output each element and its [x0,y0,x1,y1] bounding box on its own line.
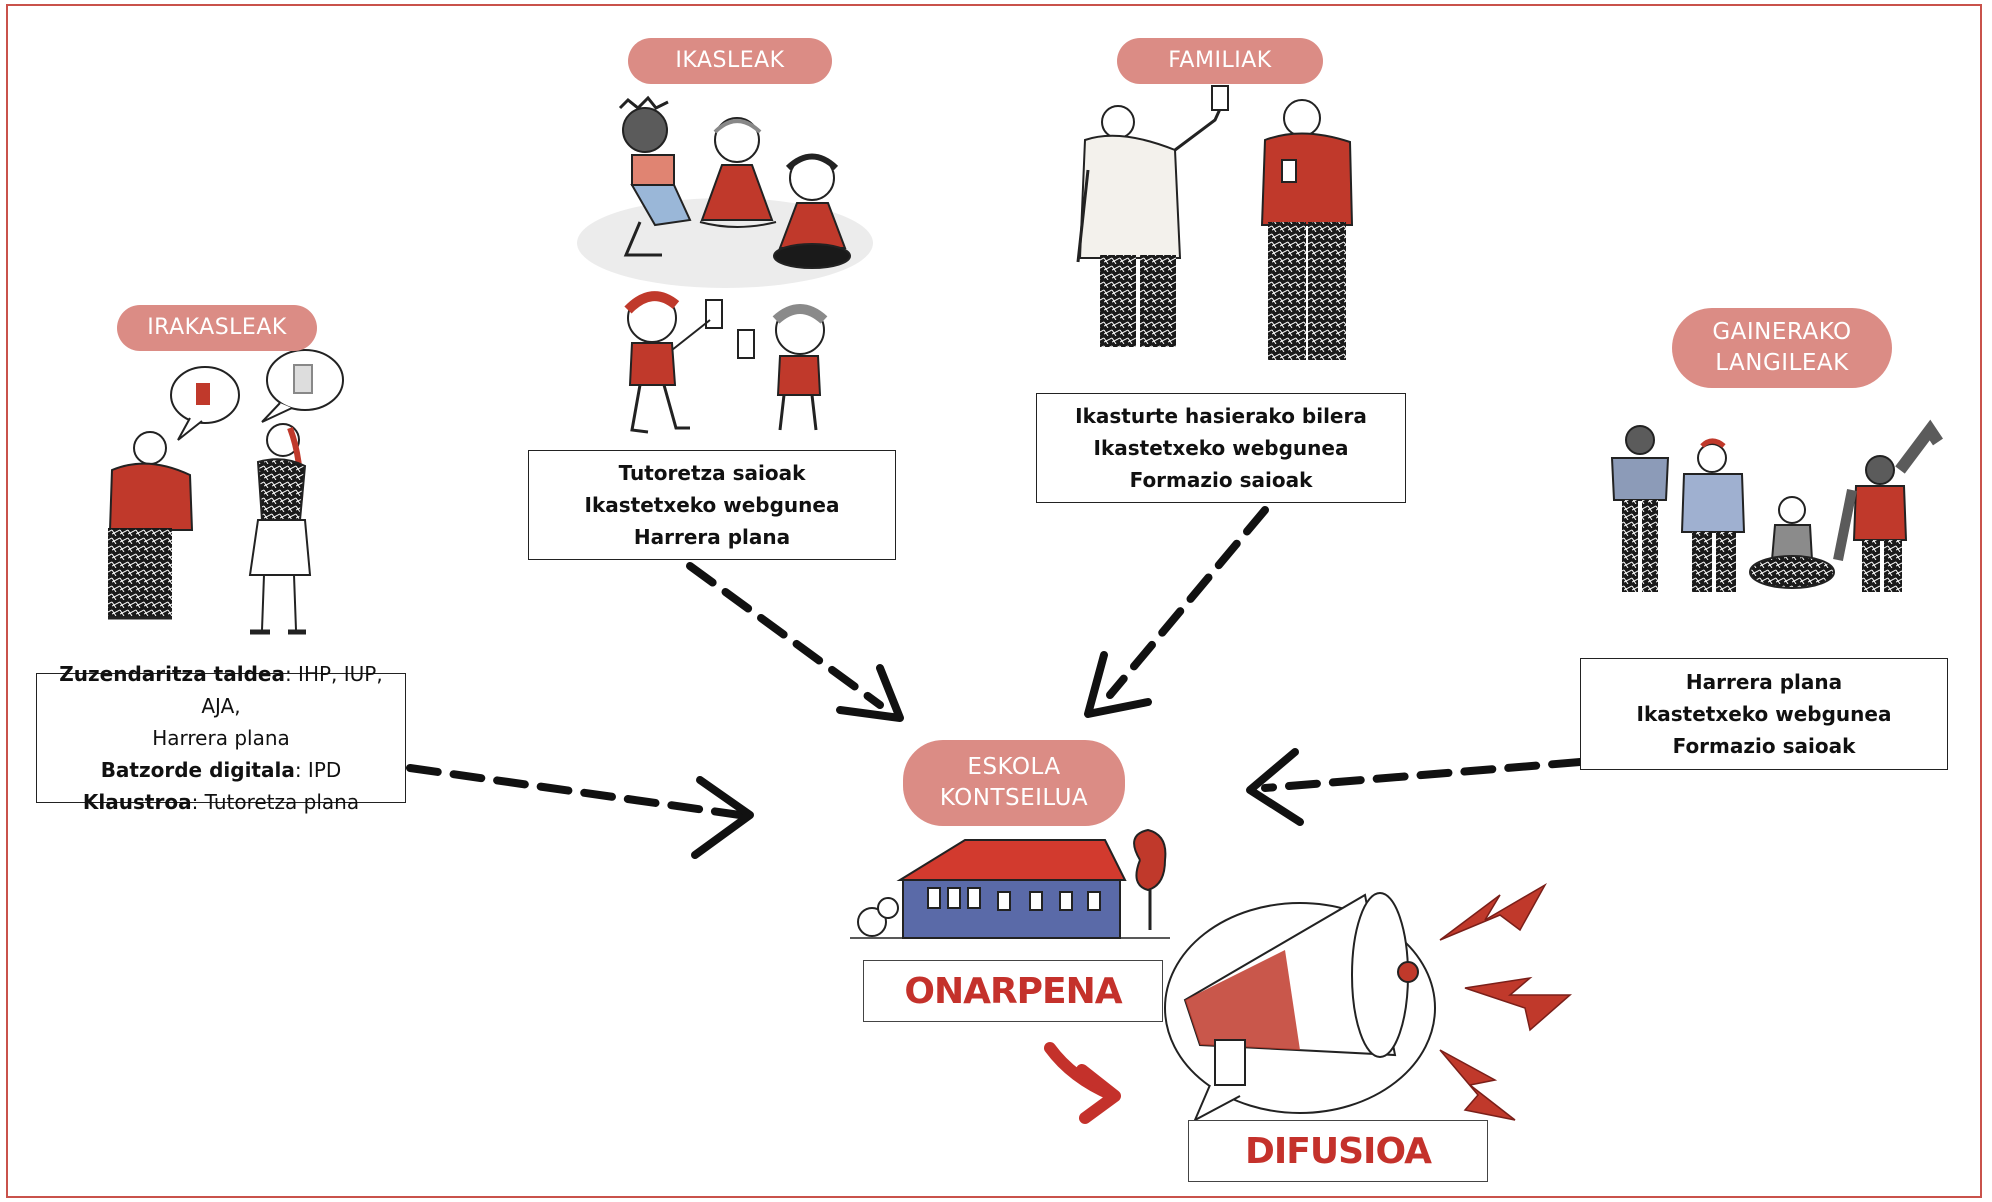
infobox-line: Formazio saioak [1672,734,1856,758]
arrowhead-icon [1084,651,1152,718]
infobox-line: Batzorde digitala: IPD [100,758,342,782]
families-label: FAMILIAK [1117,38,1323,84]
families-illustration [1076,85,1354,360]
lightning-icon [1439,1049,1516,1121]
infobox-line: Ikasturte hasierako bilera [1075,404,1367,428]
arrow-teachers [406,764,744,819]
students-label: IKASLEAK [628,38,832,84]
lightning-icons [1439,882,1572,1121]
phone-icon [1281,159,1297,183]
staff-illustration [1610,419,1943,592]
diffusion-box: DIFUSIOA [1188,1120,1488,1182]
infobox-line: Ikastetxeko webgunea [1636,702,1892,726]
phone-icon [705,299,723,329]
infobox-line: Harrera plana [633,525,791,549]
school-council-label: ESKOLA KONTSEILUA [903,740,1125,826]
arrowhead-icon [836,664,904,722]
school-building-illustration [850,828,1170,939]
infobox-line: Formazio saioak [1129,468,1313,492]
lightning-icon [1464,976,1572,1032]
infobox-line: Ikastetxeko webgunea [584,493,840,517]
teachers-infobox: Zuzendaritza taldea: IHP, IUP, AJA, Harr… [36,662,406,814]
lightning-icon [1439,882,1547,941]
infobox-line: Ikastetxeko webgunea [1093,436,1349,460]
staff-label: GAINERAKO LANGILEAK [1672,308,1892,388]
approval-box: ONARPENA [863,960,1163,1022]
arrow-families [1106,506,1269,699]
teachers-illustration [108,349,344,635]
arrow-students [686,562,884,709]
infobox-line: Klaustroa: Tutoretza plana [82,790,360,814]
megaphone-illustration [1164,892,1436,1123]
arrows [406,506,1584,859]
arrowhead-icon [1246,748,1304,826]
phone-icon [1211,85,1229,111]
students-infobox: Tutoretza saioak Ikastetxeko webgunea Ha… [528,450,896,560]
students-illustration [577,95,873,434]
arrowhead-icon [691,776,754,859]
arrow-staff [1261,758,1584,792]
staff-infobox: Harrera plana Ikastetxeko webgunea Forma… [1580,658,1948,770]
families-infobox: Ikasturte hasierako bilera Ikastetxeko w… [1036,393,1406,503]
phone-icon [737,329,755,359]
teachers-label: IRAKASLEAK [117,305,317,351]
diagram-frame [6,4,1982,1198]
arrowhead-icon [1076,1064,1121,1124]
infobox-line: Zuzendaritza taldea: IHP, IUP, AJA, [59,662,383,718]
infobox-line: Harrera plana [1685,670,1843,694]
infobox-line: Harrera plana [152,726,290,750]
infobox-line: Tutoretza saioak [618,461,806,485]
red-arrow [1044,1042,1121,1124]
